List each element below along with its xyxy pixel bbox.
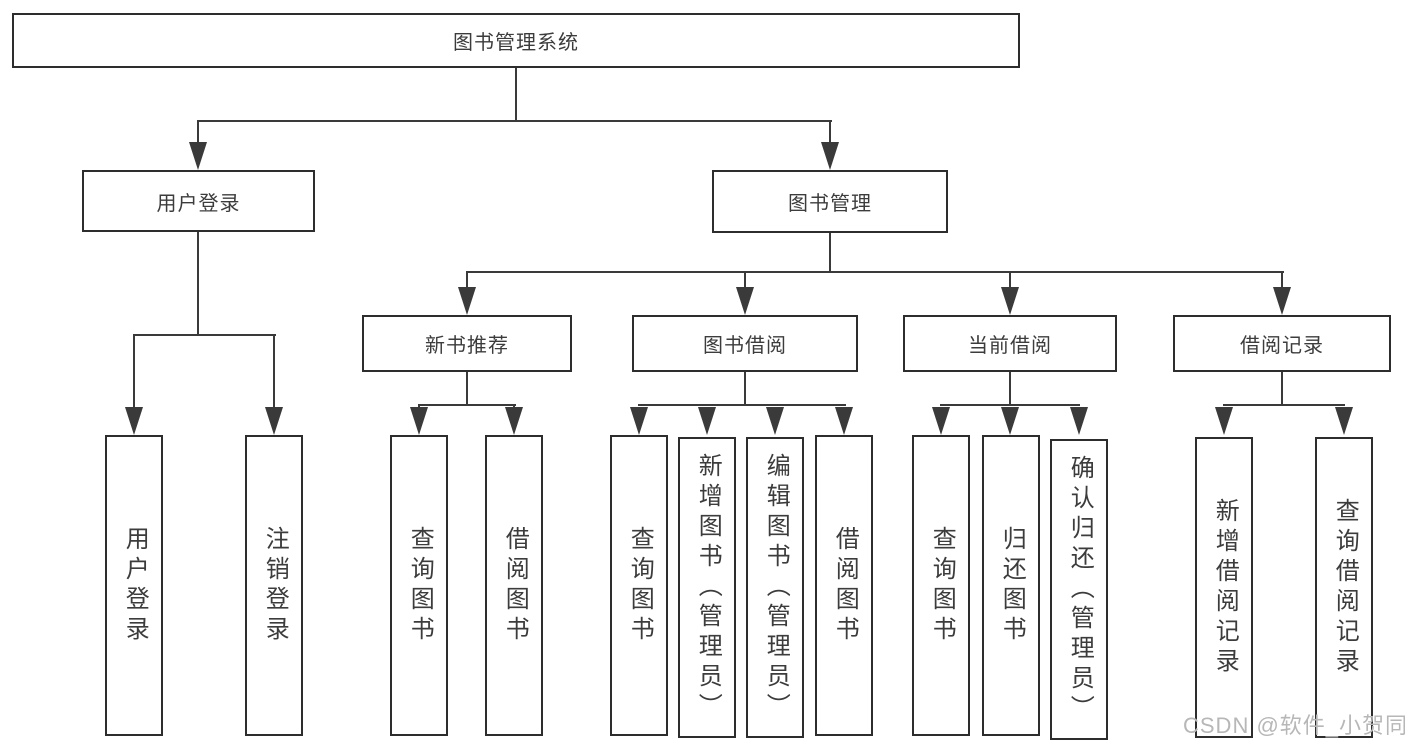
connector-line [1281,271,1283,289]
arrow-down-icon [766,407,784,435]
node-new-book: 新书推荐 [362,315,572,372]
node-book-mgmt: 图书管理 [712,170,948,233]
leaf-borrow-edit: 编辑图书（管理员） [746,437,804,738]
leaf-current-query: 查询图书 [912,435,970,736]
leaf-current-return: 归还图书 [982,435,1040,736]
arrow-down-icon [630,407,648,435]
arrow-down-icon [189,142,207,170]
leaf-newbook-borrow: 借阅图书 [485,435,543,736]
leaf-logout: 注销登录 [245,435,303,736]
connector-line [515,68,517,122]
arrow-down-icon [835,407,853,435]
arrow-down-icon [458,287,476,315]
leaf-borrow-borrow-label: 借阅图书 [831,525,859,646]
connector-line [829,120,831,146]
node-user-login-label: 用户登录 [156,192,241,215]
arrow-down-icon [1001,287,1019,315]
leaf-current-confirm-label: 确认归还（管理员） [1066,454,1094,725]
leaf-user-login-label: 用户登录 [121,525,149,646]
connector-line [197,120,832,122]
node-user-login: 用户登录 [82,170,315,232]
connector-line [940,404,1080,406]
csdn-watermark: CSDN @软件_小贺同学 [1183,713,1405,738]
arrow-down-icon [1001,407,1019,435]
leaf-borrow-add: 新增图书（管理员） [678,437,736,738]
arrow-down-icon [265,407,283,435]
leaf-user-login: 用户登录 [105,435,163,736]
arrow-down-icon [125,407,143,435]
arrow-down-icon [1070,407,1088,435]
arrow-down-icon [821,142,839,170]
connector-line [197,120,199,146]
connector-line [133,334,276,336]
connector-line [1223,404,1345,406]
node-book-mgmt-label: 图书管理 [788,193,872,215]
node-current-borrow: 当前借阅 [903,315,1117,372]
leaf-current-query-label: 查询图书 [928,525,956,646]
node-borrow-record: 借阅记录 [1173,315,1391,372]
leaf-borrow-query: 查询图书 [610,435,668,736]
leaf-borrow-query-label: 查询图书 [626,525,654,646]
leaf-newbook-borrow-label: 借阅图书 [501,525,529,646]
node-book-borrow: 图书借阅 [632,315,858,372]
leaf-borrow-add-label: 新增图书（管理员） [694,452,722,723]
node-borrow-record-label: 借阅记录 [1240,335,1324,357]
connector-line [1281,372,1283,406]
connector-line [466,372,468,406]
connector-line [638,404,846,406]
arrow-down-icon [1335,407,1353,435]
leaf-record-add-label: 新增借阅记录 [1211,497,1239,678]
node-root-label: 图书管理系统 [453,32,579,54]
leaf-current-confirm: 确认归还（管理员） [1050,439,1108,740]
leaf-record-add: 新增借阅记录 [1195,437,1253,738]
connector-line [1009,372,1011,406]
arrow-down-icon [932,407,950,435]
connector-line [273,334,275,409]
arrow-down-icon [1215,407,1233,435]
leaf-record-query: 查询借阅记录 [1315,437,1373,738]
leaf-borrow-edit-label: 编辑图书（管理员） [762,452,790,723]
connector-line [418,404,516,406]
arrow-down-icon [1273,287,1291,315]
leaf-borrow-borrow: 借阅图书 [815,435,873,736]
node-book-borrow-label: 图书借阅 [703,335,787,357]
node-current-borrow-label: 当前借阅 [968,335,1052,357]
connector-line [466,271,1284,273]
arrow-down-icon [736,287,754,315]
arrow-down-icon [698,407,716,435]
connector-line [197,232,199,336]
connector-line [466,271,468,289]
connector-line [744,372,746,406]
leaf-newbook-query-label: 查询图书 [406,525,434,646]
arrow-down-icon [505,407,523,435]
leaf-current-return-label: 归还图书 [998,525,1026,646]
node-root: 图书管理系统 [12,13,1020,68]
leaf-logout-label: 注销登录 [261,525,289,646]
connector-line [133,334,135,409]
connector-line [829,233,831,273]
connector-line [1009,271,1011,289]
arrow-down-icon [410,407,428,435]
node-new-book-label: 新书推荐 [425,335,509,357]
connector-line [744,271,746,289]
leaf-record-query-label: 查询借阅记录 [1331,497,1359,678]
leaf-newbook-query: 查询图书 [390,435,448,736]
